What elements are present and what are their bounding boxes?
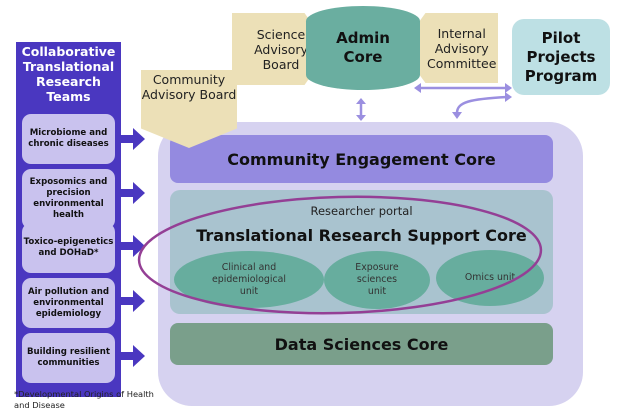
container-to-pilot-connector bbox=[455, 95, 508, 114]
team-toxico-epigenetics[interactable]: Toxico-epigenetics and DOHaD* bbox=[22, 223, 115, 273]
unit-label: Omics unit bbox=[464, 272, 516, 283]
team-label: Toxico-epigenetics and DOHaD* bbox=[23, 237, 114, 258]
admin-core-label-wrap: Admin Core bbox=[306, 6, 420, 90]
community-advisory-board[interactable]: Community Advisory Board bbox=[141, 70, 237, 148]
arrow-right-icon bbox=[121, 235, 145, 257]
community-engagement-core[interactable]: Community Engagement Core bbox=[170, 135, 553, 183]
team-label: Microbiome and chronic diseases bbox=[28, 128, 109, 149]
arrow-up-icon bbox=[356, 98, 366, 104]
arrow-down-icon bbox=[452, 112, 462, 119]
community-engagement-core-label: Community Engagement Core bbox=[227, 149, 496, 169]
unit-label: Exposure sciences unit bbox=[355, 262, 399, 297]
admin-core-cylinder bbox=[306, 6, 420, 90]
team-label: Exposomics and precision environmental h… bbox=[29, 177, 108, 220]
arrow-left-icon bbox=[414, 83, 421, 93]
highlight-ellipse bbox=[137, 195, 543, 315]
admin-core-label: Admin Core bbox=[336, 29, 390, 66]
pilot-projects-program[interactable]: Pilot Projects Program bbox=[512, 19, 610, 95]
arrow-right-icon bbox=[121, 345, 145, 367]
data-sciences-core[interactable]: Data Sciences Core bbox=[170, 323, 553, 365]
team-label: Building resilient communities bbox=[27, 347, 110, 368]
unit-omics[interactable]: Omics unit bbox=[436, 250, 544, 306]
footnote: *Developmental Origins of Health and Dis… bbox=[14, 389, 154, 410]
arrow-right-icon bbox=[505, 83, 512, 93]
arrow-right-icon bbox=[505, 92, 512, 102]
researcher-portal-label: Researcher portal bbox=[310, 204, 413, 218]
data-sciences-core-label: Data Sciences Core bbox=[274, 334, 449, 354]
arrow-right-icon bbox=[121, 290, 145, 312]
arrow-right-icon bbox=[121, 128, 145, 150]
arrow-right-icon bbox=[121, 182, 145, 204]
unit-label: Clinical and epidemiological unit bbox=[212, 261, 286, 297]
team-microbiome[interactable]: Microbiome and chronic diseases bbox=[22, 114, 115, 164]
team-air-pollution[interactable]: Air pollution and environmental epidemio… bbox=[22, 278, 115, 328]
community-advisory-board-label: Community Advisory Board bbox=[141, 72, 237, 102]
trsc-title: Translational Research Support Core bbox=[196, 226, 527, 245]
internal-advisory-committee-label: Internal Advisory Committee bbox=[427, 25, 497, 71]
admin-core[interactable]: Admin Core bbox=[306, 6, 420, 90]
unit-exposure-sciences[interactable]: Exposure sciences unit bbox=[324, 251, 430, 309]
arrow-down-icon bbox=[356, 115, 366, 121]
pilot-projects-program-label: Pilot Projects Program bbox=[524, 28, 598, 85]
science-advisory-board-label: Science Advisory Board bbox=[254, 26, 308, 72]
team-label: Air pollution and environmental epidemio… bbox=[27, 286, 110, 319]
team-resilient-communities[interactable]: Building resilient communities bbox=[22, 333, 115, 383]
team-exposomics[interactable]: Exposomics and precision environmental h… bbox=[22, 169, 115, 229]
research-teams-title: Collaborative Translational Research Tea… bbox=[21, 44, 116, 104]
